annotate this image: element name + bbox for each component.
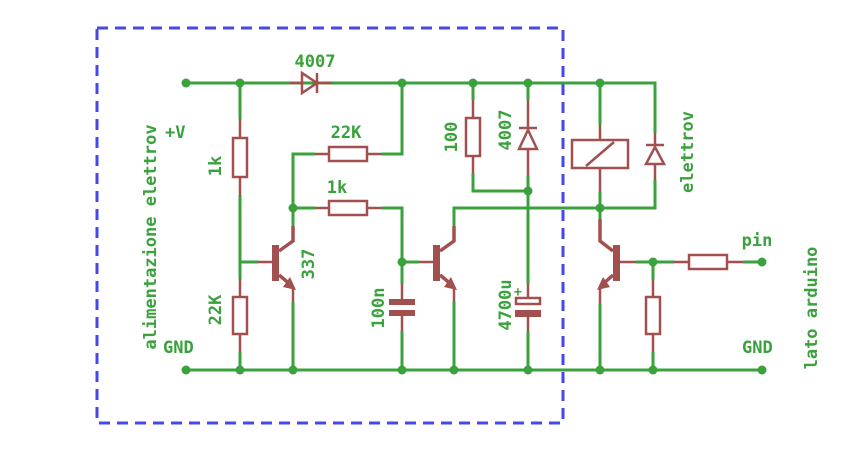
junction-dot <box>397 257 407 267</box>
capacitor-100n-plate-bottom <box>389 310 415 316</box>
clamp-diode-triangle <box>517 127 539 151</box>
wires <box>186 81 762 372</box>
resistor-1k-vertical <box>231 119 249 196</box>
wire-top-rail <box>186 81 657 133</box>
capacitor-100n-plate-top <box>389 299 415 305</box>
q1-collector <box>277 226 295 253</box>
resistor-22k-vertical <box>231 279 249 352</box>
junction-dot <box>288 203 298 213</box>
capacitor-4700u-plate-bottom <box>515 310 541 317</box>
q1-emitter-arrow <box>283 277 296 290</box>
resistor-pulldown <box>644 280 662 352</box>
q3-base-bar <box>613 245 620 281</box>
junction-dot <box>449 365 459 375</box>
relay-body <box>570 138 630 170</box>
junction-dot <box>648 257 658 267</box>
resistor-1k-horizontal <box>315 199 382 217</box>
power-section-label: alimentazione elettrov <box>141 124 161 349</box>
resistor-pin-body <box>687 253 729 271</box>
junction-dot <box>648 365 658 375</box>
junction-dot <box>523 186 533 196</box>
wire-1k-right <box>382 206 404 262</box>
junction-dots <box>181 78 767 375</box>
resistor-1k-horizontal-label: 1k <box>327 178 347 198</box>
relay-diagonal <box>585 141 615 167</box>
transistor-q2 <box>419 226 457 302</box>
capacitor-100n-label: 100n <box>369 288 389 329</box>
relay-coil <box>570 125 630 191</box>
capacitor-4700u-label: 4700u <box>496 279 516 330</box>
junction-dot <box>181 78 191 88</box>
junction-dot <box>181 365 191 375</box>
junction-dot <box>523 365 533 375</box>
labels: 4007 +V GND 1k 22K 22K 1k 337 100n 100 4… <box>141 52 822 369</box>
wire-22k-right <box>382 83 404 156</box>
junction-dot <box>235 78 245 88</box>
arduino-section-label: lato arduino <box>802 247 822 370</box>
power-section-border <box>95 26 565 425</box>
wire-22k-left <box>291 152 315 208</box>
series-diode-triangle <box>300 70 320 96</box>
q2-base-bar <box>433 245 440 281</box>
junction-dot <box>468 78 478 88</box>
resistor-100-body <box>464 116 482 158</box>
capacitor-4700u-plate-top <box>514 296 542 306</box>
wire-flyback-bottom <box>600 180 657 210</box>
wire-r100-bottom <box>471 173 528 193</box>
junction-dot <box>595 365 605 375</box>
pin-label: pin <box>742 231 773 251</box>
resistor-22k-horizontal-label: 22K <box>331 123 362 143</box>
junction-dot <box>288 365 298 375</box>
junction-dot <box>397 365 407 375</box>
wire-q2-collector-run <box>452 206 600 226</box>
resistor-22k-vertical-body <box>231 295 249 336</box>
q1-base-bar <box>272 245 279 281</box>
supply-label: +V <box>165 123 185 143</box>
capacitor-4700u <box>514 284 542 332</box>
resistor-pin <box>674 253 743 271</box>
series-diode <box>290 70 332 96</box>
capacitor-4700u-polarity: + <box>514 285 522 300</box>
junction-dot <box>397 78 407 88</box>
junction-dot <box>757 257 767 267</box>
junction-dot <box>595 78 605 88</box>
q3-emitter-arrow <box>597 277 610 290</box>
resistor-pulldown-body <box>644 295 662 336</box>
resistor-1k-vertical-body <box>231 136 249 179</box>
junction-dot <box>595 203 605 213</box>
q1-label: 337 <box>299 249 319 280</box>
transistor-q3 <box>597 219 636 303</box>
clamp-diode-label: 4007 <box>496 110 516 151</box>
resistor-1k-vertical-label: 1k <box>206 156 226 176</box>
junction-dot <box>235 365 245 375</box>
resistor-100-label: 100 <box>442 122 462 153</box>
resistor-100 <box>464 100 482 173</box>
junction-dot <box>523 78 533 88</box>
gnd-right-label: GND <box>742 338 773 358</box>
q2-emitter-arrow <box>444 277 457 290</box>
resistor-1k-horizontal-body <box>327 199 369 217</box>
gnd-left-label: GND <box>163 338 194 358</box>
q2-collector <box>438 226 456 253</box>
capacitor-100n <box>389 284 415 331</box>
resistor-22k-horizontal-body <box>327 145 369 163</box>
clamp-diode <box>517 100 539 175</box>
relay-label: elettrov <box>678 111 698 193</box>
flyback-diode-triangle <box>643 144 667 166</box>
resistor-22k-horizontal <box>315 145 382 163</box>
series-diode-label: 4007 <box>295 52 336 72</box>
resistor-22k-vertical-label: 22K <box>206 294 226 325</box>
transistor-q1 <box>258 226 296 302</box>
flyback-diode <box>643 133 667 180</box>
q3-collector <box>598 219 615 253</box>
junction-dot <box>757 365 767 375</box>
